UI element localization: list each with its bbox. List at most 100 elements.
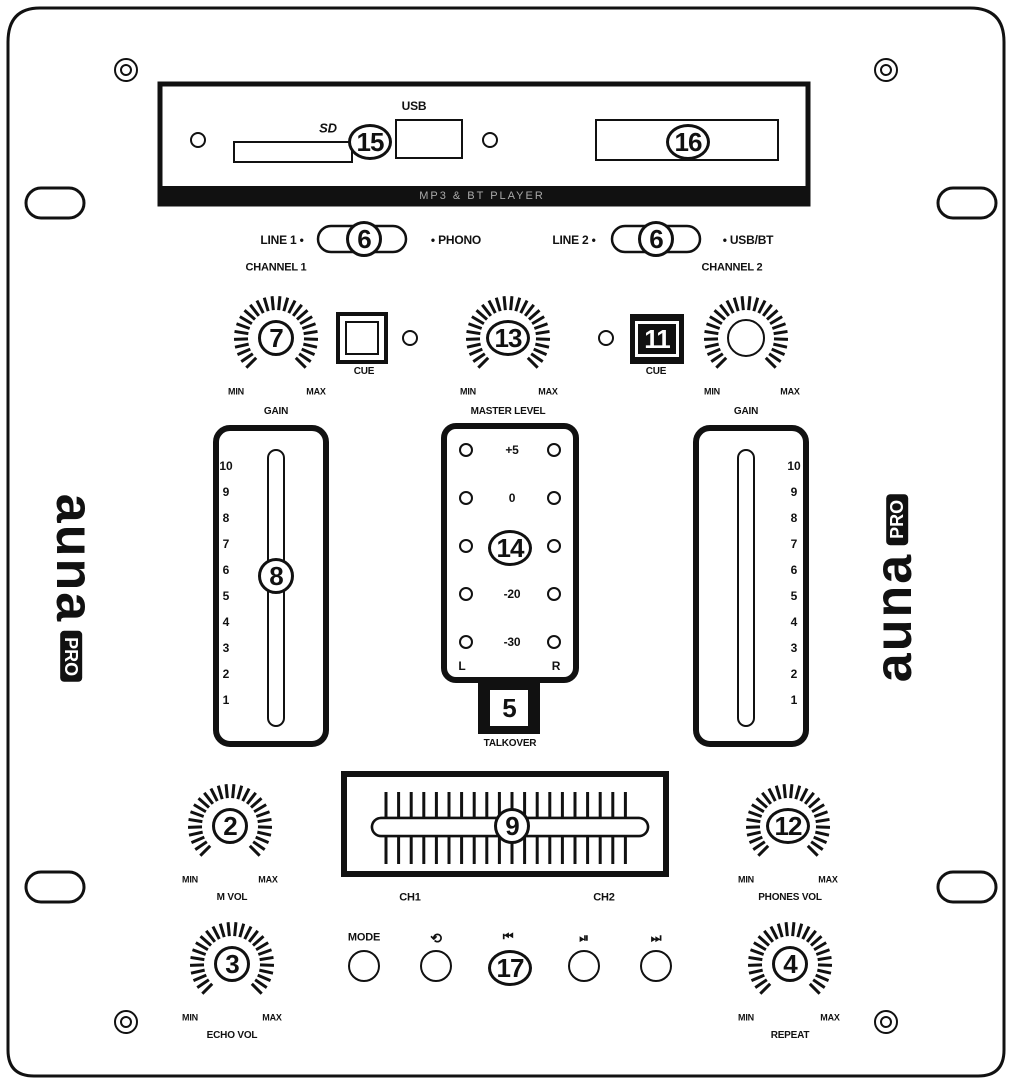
knob-min-label: MIN [182,1012,198,1023]
knob-tick [250,982,263,995]
knob-tick [205,929,217,943]
vu-led [547,539,561,553]
gain-2-knob[interactable] [727,319,765,357]
knob-tick [761,791,773,805]
knob-tick [249,303,261,317]
callout-repeat: 4 [772,946,808,982]
fader-scale-number: 1 [222,693,230,707]
usb-bt-label: • USB/BT [722,233,774,247]
knob-tick [248,844,261,857]
knob-max-label: MAX [818,874,838,885]
knob-tick [746,817,761,824]
knob-tick [812,978,826,989]
knob-tick [815,817,830,824]
talkover-label: TALKOVER [483,738,537,749]
knob-tick [773,329,788,336]
knob-tick [298,352,312,363]
knob-tick [748,955,763,962]
knob-tick [534,342,550,349]
knob-tick [254,978,268,989]
knob-max-label: MAX [538,386,558,397]
knob-tick [194,840,208,851]
knob-tick [816,968,832,975]
fader-scale-number: 6 [222,563,230,577]
knob-tick [494,297,502,312]
brand-name: auna [45,493,104,624]
channel1-label: CHANNEL 1 [245,261,307,274]
knob-tick [732,297,740,312]
repeat-button[interactable] [420,950,452,982]
callout-echo-vol: 3 [214,946,250,982]
knob-min-label: MIN [738,1012,754,1023]
line2-label: LINE 2 • [552,233,596,247]
knob-tick [796,923,804,938]
knob-tick [817,955,832,962]
knob-tick [747,296,752,311]
knob-tick [252,935,265,947]
knob-tick [814,830,830,837]
knob-max-label: MAX [262,1012,282,1023]
knob-tick [291,303,303,317]
knob-tick [528,309,541,321]
fader-scale-number: 10 [787,459,801,473]
vu-led [459,587,473,601]
knob-tick [234,342,250,349]
knob-tick [705,322,721,330]
player-label: MP3 & BT PLAYER [419,190,545,202]
fader-scale-number: 2 [790,667,798,681]
knob-tick [725,299,735,314]
callout-gain-1: 7 [258,320,294,356]
knob-tick [192,973,207,983]
knob-tick [768,352,782,363]
knob-max-label: MAX [820,1012,840,1023]
knob-tick [189,810,205,818]
fader-scale-number: 1 [790,693,798,707]
knob-tick [301,322,317,330]
knob-tick [255,835,270,845]
skip-forward-button[interactable] [640,950,672,982]
knob-tick [239,315,253,326]
knob-min-label: MIN [704,386,720,397]
knob-tick [226,922,231,937]
vu-led [547,587,561,601]
skip-back-icon: ⏮ [502,929,514,943]
knob-tick [190,835,205,845]
knob-tick [710,352,724,363]
knob-tick [535,329,550,336]
knob-tick [719,303,731,317]
knob-tick [257,973,272,983]
knob-tick [801,925,811,940]
knob-tick [468,347,483,357]
knob-tick [767,787,777,802]
knob-tick [811,803,825,814]
knob-tick [475,309,488,321]
knob-tick [748,968,764,975]
mode-button[interactable] [348,950,380,982]
knob-tick [752,297,760,312]
knob-tick [188,817,203,824]
callout-display: 16 [666,124,710,160]
play-pause-button[interactable] [568,950,600,982]
brand-badge: PRO [886,493,909,545]
knob-tick [766,309,779,321]
knob-tick [234,329,249,336]
knob-tick [750,973,765,983]
knob-tick [509,296,514,311]
knob-tick [771,322,787,330]
knob-tick [236,347,251,357]
repeat-icon: ⟲ [430,930,442,946]
gain1-label: GAIN [263,406,289,417]
knob-tick [287,299,297,314]
knob-tick [749,948,765,956]
knob-tick [799,787,809,802]
knob-tick [769,925,779,940]
fader-scale-number: 7 [790,537,798,551]
fader-scale-number: 2 [222,667,230,681]
knob-max-label: MAX [780,386,800,397]
fader-scale-number: 10 [219,459,233,473]
knob-tick [243,309,256,321]
knob-tick [754,978,768,989]
gain2-label: GAIN [733,406,759,417]
fader-scale-number: 3 [790,641,798,655]
